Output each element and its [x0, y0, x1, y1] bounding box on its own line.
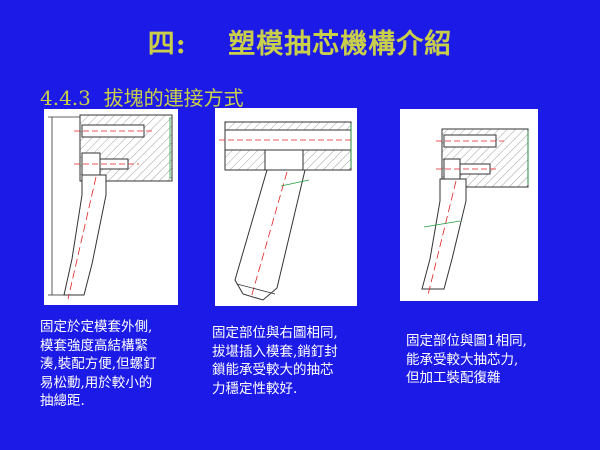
figure-2-caption: 固定部位與右圖相同, 拔堪插入模套,銷釘封 鎖能承受較大的抽芯 力穩定性較好. [212, 324, 338, 398]
caption-line: 鎖能承受較大的抽芯 [212, 362, 334, 378]
section-subtitle: 4.4.3 拔塊的連接方式 [40, 86, 244, 110]
caption-line: 力穩定性較好. [212, 380, 298, 397]
caption-line: 湊,裝配方便,但螺釘 [40, 356, 157, 372]
figure-1-drawing [44, 109, 178, 305]
caption-line: 模套強度高結構緊 [40, 337, 148, 354]
caption-line: 固定部位與圖1相同, [406, 333, 527, 349]
caption-line: 抽總距. [40, 393, 85, 409]
caption-line: 但加工裝配復雜 [406, 370, 501, 386]
figure-3-svg [421, 128, 529, 296]
caption-line: 易松動,用於較小的 [40, 374, 153, 391]
caption-line: 固定於定模套外側, [40, 319, 153, 335]
figure-2-drawing [215, 108, 357, 306]
figure-2-svg [219, 121, 353, 301]
figure-3-drawing [400, 109, 538, 301]
caption-line: 拔堪插入模套,銷釘封 [212, 343, 338, 360]
figure-1-caption: 固定於定模套外側, 模套強度高結構緊 湊,裝配方便,但螺釘 易松動,用於較小的 … [40, 318, 157, 411]
figure-3-caption: 固定部位與圖1相同, 能承受較大抽芯力, 但加工裝配復雜 [406, 332, 527, 388]
slide-title: 四: 塑模抽芯機構介紹 [147, 29, 453, 60]
figure-1-svg [48, 114, 173, 300]
caption-line: 能承受較大抽芯力, [406, 351, 519, 368]
caption-line: 固定部位與右圖相同, [212, 325, 338, 341]
